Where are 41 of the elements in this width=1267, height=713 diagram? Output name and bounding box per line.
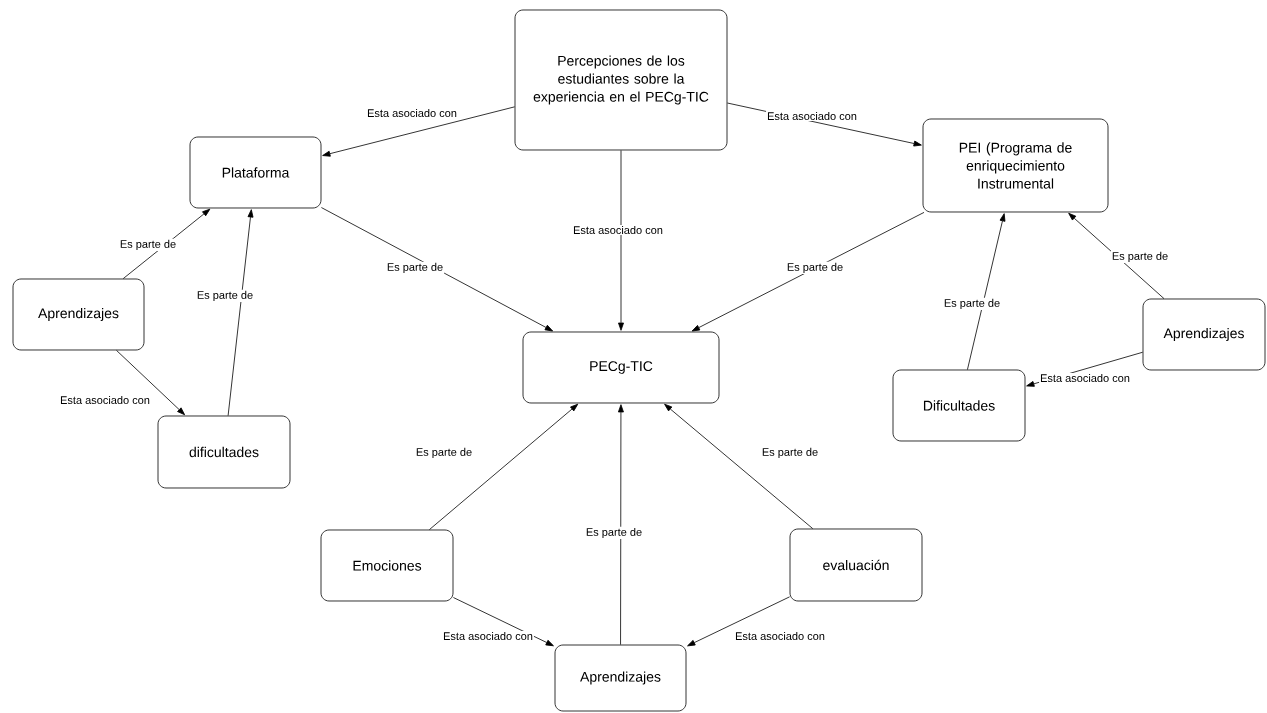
edge-label: Es parte de [785, 261, 845, 275]
arrow [322, 106, 515, 157]
concept-box: Emociones [320, 529, 454, 602]
edge-label: Es parte de [118, 238, 178, 252]
edge-label: Es parte de [584, 526, 644, 540]
concept-box: Percepciones de los estudiantes sobre la experiencia en el PECg-TIC [514, 9, 728, 151]
arrow [453, 597, 554, 647]
edge-label: Esta asociado con [1039, 372, 1131, 384]
edge-label: Esta asociado con [734, 630, 826, 642]
arrow [122, 208, 211, 279]
edge-label: Es parte de [414, 446, 474, 460]
arrow [687, 596, 790, 647]
edge-label: Esta asociado con [59, 394, 151, 406]
edge-label: Esta asociado con [572, 224, 664, 236]
concept-box: PECg-TIC [522, 331, 720, 404]
edge-label: Es parte de [942, 297, 1002, 311]
arrow [321, 207, 553, 332]
edge-label: Esta asociado con [766, 110, 858, 122]
concept-box: Plataforma [189, 136, 322, 209]
arrow [429, 403, 579, 530]
concept-box: Dificultades [892, 369, 1026, 442]
edge-label: Esta asociado con [442, 630, 534, 642]
concept-box: PEI (Programa de enriquecimiento Instrumental [922, 118, 1109, 213]
edge-label: Es parte de [385, 261, 445, 275]
concept-box: Aprendizajes [12, 278, 145, 351]
arrow [1068, 212, 1165, 299]
arrow [618, 404, 624, 645]
arrow [227, 209, 254, 416]
edge-label: Es parte de [195, 289, 255, 303]
edge-label: Esta asociado con [366, 107, 458, 119]
concept-box: Aprendizajes [1142, 298, 1266, 371]
edge-label: Es parte de [760, 446, 820, 460]
arrow [664, 403, 814, 529]
concept-box: evaluación [789, 528, 923, 602]
arrow [116, 350, 185, 416]
concept-box: Aprendizajes [554, 644, 687, 712]
edge-label: Es parte de [1110, 250, 1170, 264]
arrow [691, 212, 925, 332]
arrow [967, 213, 1006, 370]
concept-box: dificultades [157, 415, 291, 489]
arrow [618, 150, 624, 331]
